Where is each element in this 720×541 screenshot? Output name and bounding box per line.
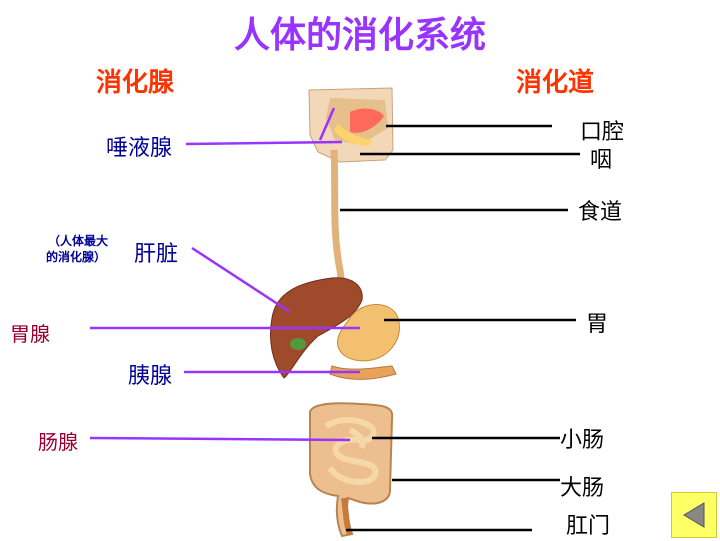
- back-arrow-icon: [683, 502, 705, 528]
- label-stomach: 胃: [586, 312, 609, 337]
- label-esophagus: 食道: [578, 200, 623, 225]
- digestive-tract-heading: 消化道: [516, 68, 595, 98]
- tract-pointer-lines: [340, 124, 580, 532]
- pancreas-illustration: [329, 365, 397, 380]
- liver-note-line-1: （人体最大: [48, 234, 109, 248]
- label-salivary-gland: 唾液腺: [106, 136, 173, 161]
- digestive-glands-heading: 消化腺: [96, 68, 175, 98]
- label-anus: 肛门: [566, 514, 611, 539]
- previous-slide-button[interactable]: [671, 492, 717, 538]
- stomach-illustration: [336, 304, 400, 362]
- label-small-intestine: 小肠: [560, 428, 605, 453]
- label-intestinal-gland: 肠腺: [38, 430, 78, 454]
- liver-note-line-2: 的消化腺）: [46, 250, 107, 264]
- small-intestine-illustration: [324, 417, 379, 486]
- label-large-intestine: 大肠: [560, 476, 605, 501]
- gland-pointer-lines: [89, 107, 360, 442]
- label-liver: 肝脏: [134, 242, 179, 267]
- label-pharynx: 咽: [590, 148, 613, 173]
- head-illustration: [308, 87, 394, 163]
- label-oral-cavity: 口腔: [580, 120, 625, 145]
- large-intestine-illustration: [309, 402, 394, 538]
- page-title: 人体的消化系统: [233, 15, 486, 56]
- label-gastric-gland: 胃腺: [10, 322, 50, 346]
- label-pancreas: 胰腺: [128, 364, 173, 389]
